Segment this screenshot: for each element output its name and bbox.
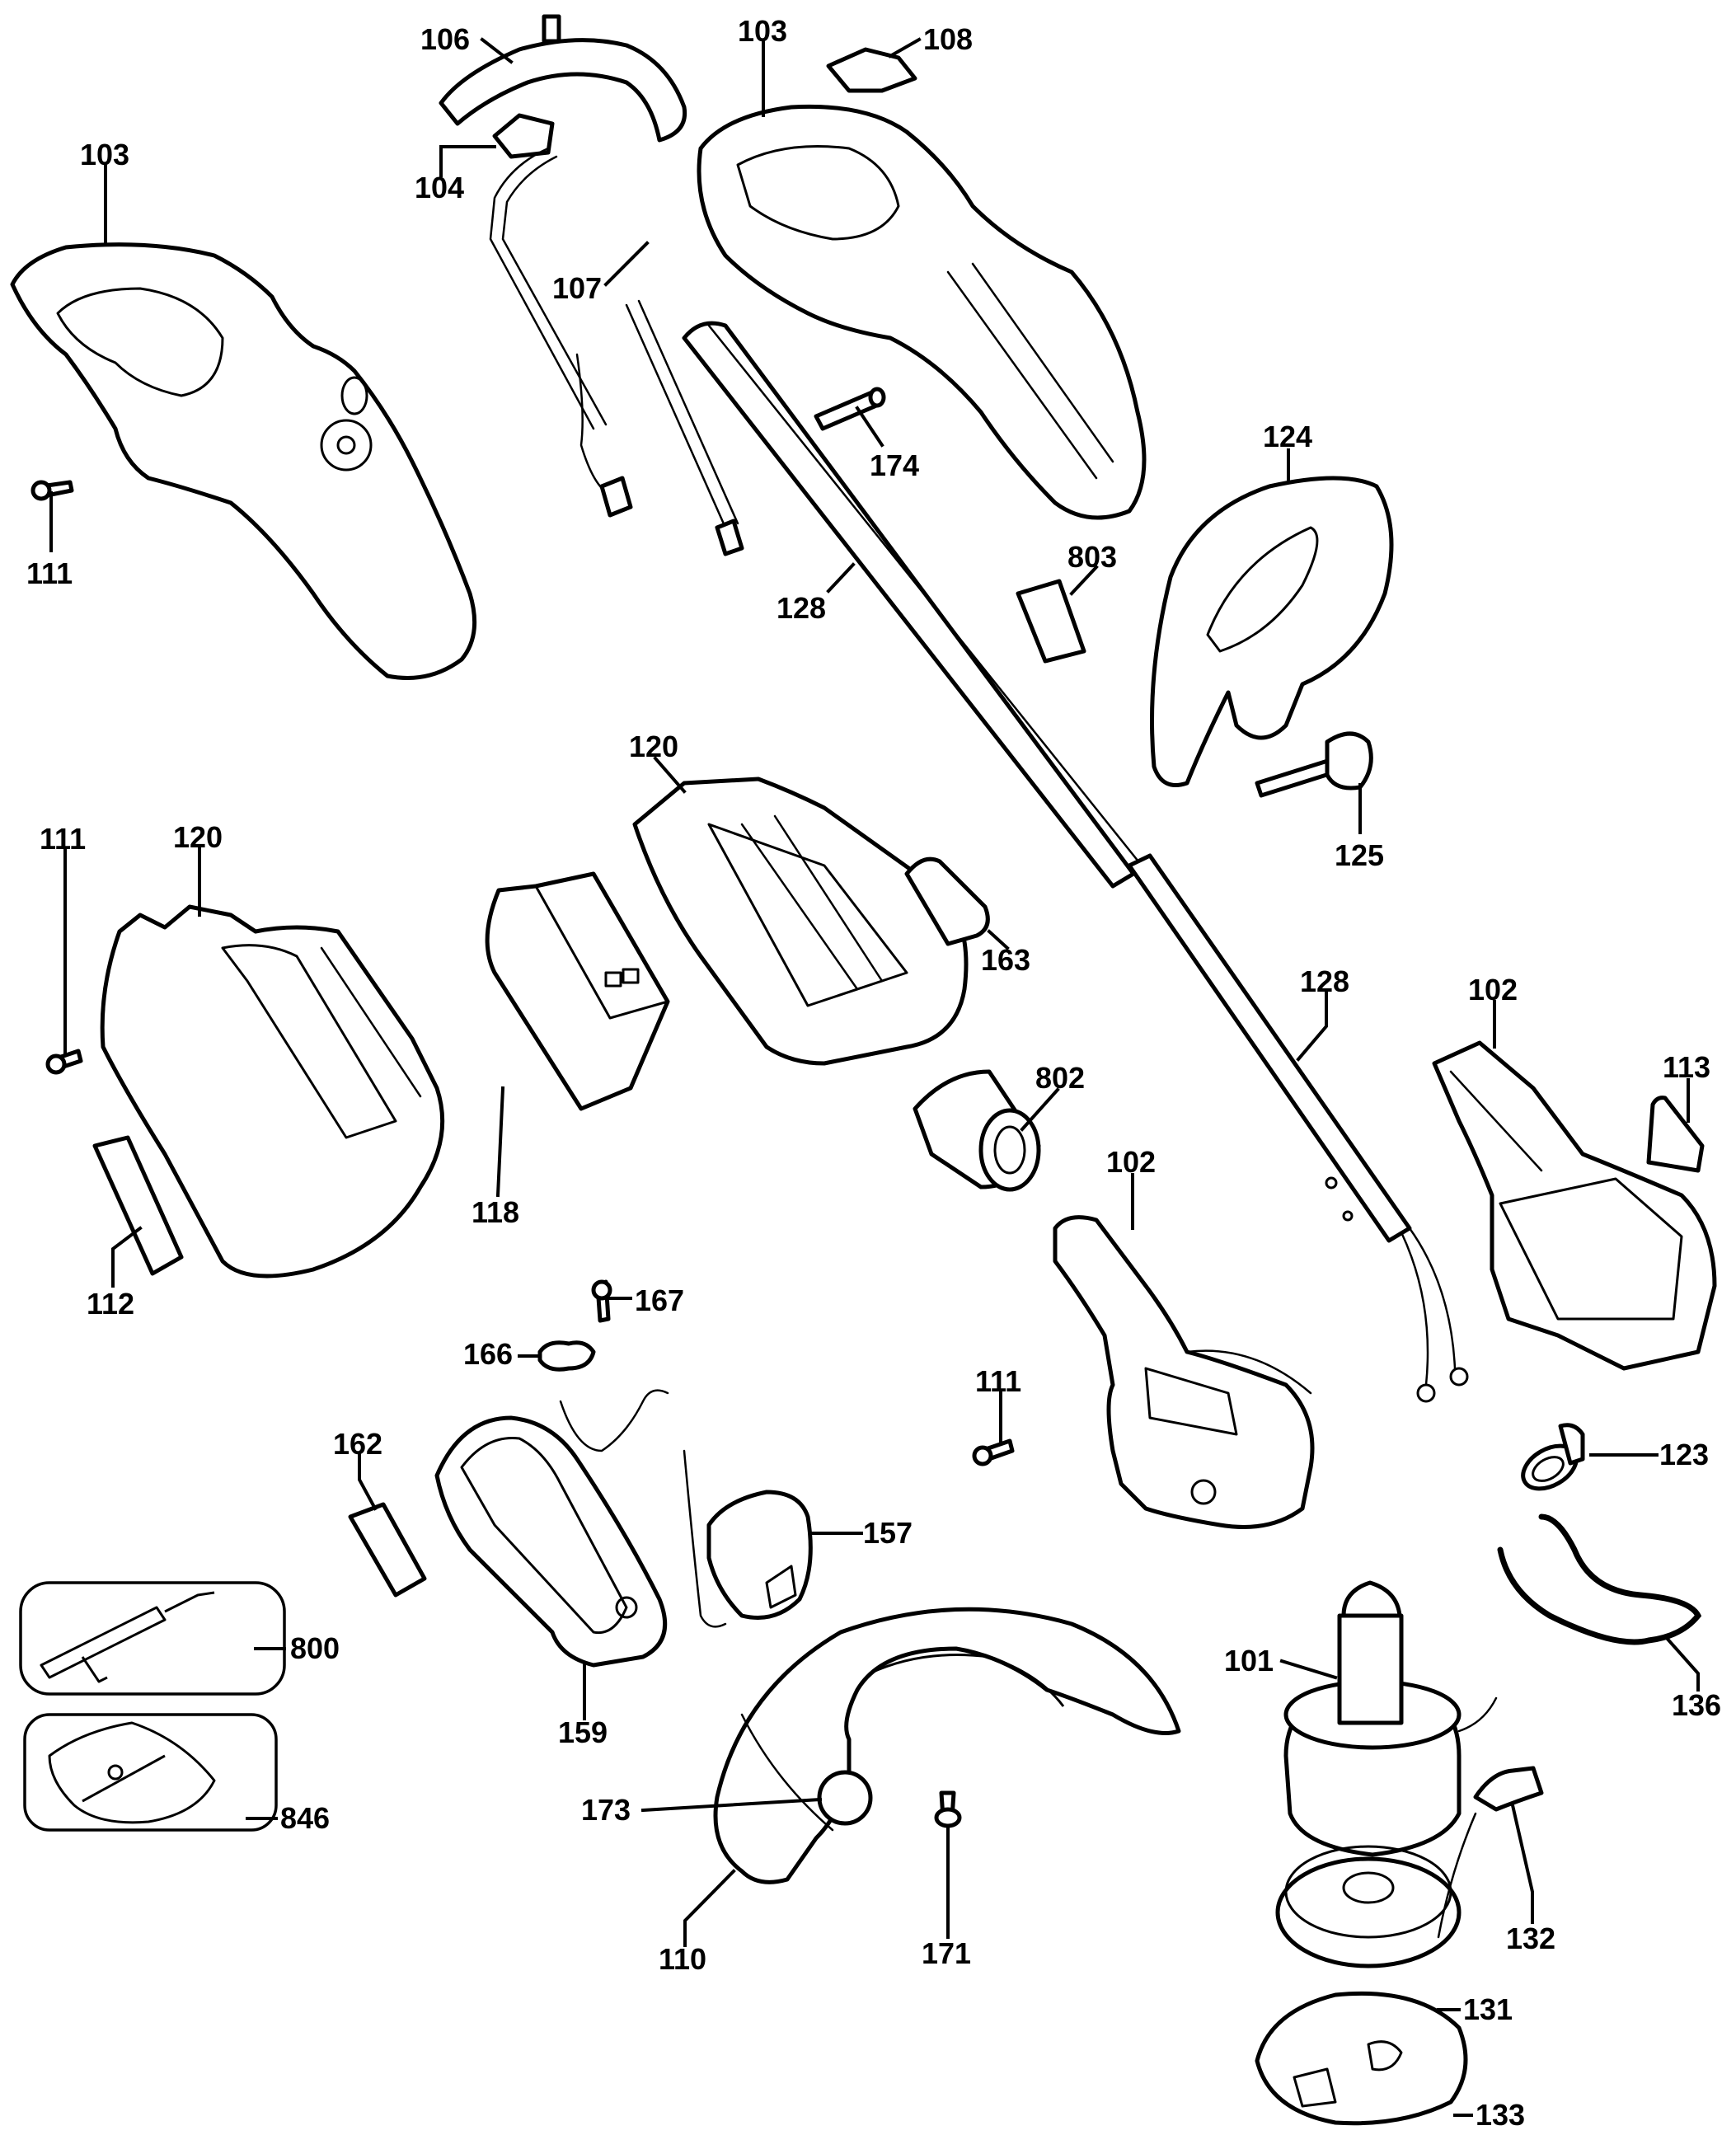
part-118-battery-pack bbox=[485, 871, 670, 1111]
part-111-screw bbox=[30, 480, 74, 501]
label-125: 125 bbox=[1335, 838, 1384, 872]
part-charger-cord bbox=[559, 1389, 727, 1628]
label-163: 163 bbox=[981, 943, 1030, 977]
part-802-sleeve bbox=[913, 1069, 1041, 1192]
label-174: 174 bbox=[870, 448, 919, 482]
label-173: 173 bbox=[581, 1793, 631, 1827]
leader-lines bbox=[49, 37, 1700, 2117]
part-166-clamp bbox=[518, 1340, 596, 1372]
label-162: 162 bbox=[333, 1427, 382, 1461]
label-124: 124 bbox=[1263, 420, 1312, 453]
part-102-motor-housing-half-right bbox=[1432, 1040, 1717, 1371]
label-846: 846 bbox=[280, 1801, 330, 1835]
part-171-screw bbox=[934, 1790, 962, 1828]
part-101-motor bbox=[1283, 1580, 1498, 1857]
label-111: 111 bbox=[40, 822, 86, 856]
inset-846-hardware-kit bbox=[23, 1713, 278, 1832]
label-132: 132 bbox=[1506, 1922, 1555, 1955]
label-131: 131 bbox=[1463, 1992, 1513, 2026]
label-123: 123 bbox=[1659, 1438, 1709, 1471]
part-174-pin bbox=[814, 387, 886, 431]
label-104: 104 bbox=[415, 171, 464, 204]
part-112-label bbox=[92, 1135, 184, 1276]
part-157-charger-plug bbox=[706, 1490, 813, 1620]
part-111-screw-vertical bbox=[45, 1049, 83, 1075]
label-113: 113 bbox=[1663, 1050, 1710, 1084]
label-133: 133 bbox=[1476, 2098, 1525, 2132]
label-103: 103 bbox=[738, 14, 787, 48]
part-102-motor-housing-half-mid bbox=[1053, 1215, 1315, 1529]
label-166: 166 bbox=[463, 1337, 513, 1371]
part-163-label bbox=[904, 856, 990, 946]
part-108-switch-button bbox=[826, 47, 917, 93]
label-111: 111 bbox=[26, 556, 73, 590]
label-108: 108 bbox=[923, 22, 973, 56]
label-110: 110 bbox=[659, 1942, 706, 1976]
label-128: 128 bbox=[1300, 964, 1349, 998]
label-159: 159 bbox=[558, 1715, 608, 1749]
part-107-wire-harness bbox=[489, 147, 744, 556]
label-157: 157 bbox=[863, 1516, 913, 1550]
inset-800-grease-tube-kit bbox=[19, 1581, 286, 1696]
part-106-handle-cover-arc bbox=[439, 14, 687, 143]
part-167-screw bbox=[591, 1279, 632, 1323]
part-131-spool bbox=[1275, 1812, 1477, 1968]
label-107: 107 bbox=[552, 271, 602, 305]
part-159-charger-base bbox=[434, 1415, 668, 1668]
label-800: 800 bbox=[290, 1631, 340, 1665]
label-102: 102 bbox=[1106, 1145, 1156, 1179]
part-133-spool-cap bbox=[1255, 1991, 1468, 2126]
label-128: 128 bbox=[777, 591, 826, 625]
part-124-auxiliary-handle bbox=[1150, 476, 1394, 787]
part-162-label bbox=[348, 1502, 427, 1598]
part-128-tube bbox=[682, 321, 1469, 1403]
part-111-screw-mid bbox=[972, 1438, 1015, 1466]
part-labels: 106 103 108 104 103 107 174 111 128 803 … bbox=[26, 14, 1721, 2132]
part-132-line-cutter bbox=[1473, 1766, 1544, 1812]
part-104-switch bbox=[492, 113, 555, 159]
part-803-label bbox=[1016, 579, 1086, 664]
part-120-battery-housing-half bbox=[632, 777, 969, 1066]
label-120: 120 bbox=[173, 820, 223, 854]
label-112: 112 bbox=[87, 1287, 134, 1321]
label-167: 167 bbox=[635, 1283, 684, 1317]
label-101: 101 bbox=[1224, 1644, 1274, 1678]
part-173-label-circle bbox=[817, 1770, 873, 1826]
part-123-clip bbox=[1521, 1423, 1585, 1491]
part-136-edge-guide-wire bbox=[1497, 1513, 1702, 1645]
label-120: 120 bbox=[629, 730, 678, 763]
label-103: 103 bbox=[80, 138, 129, 171]
part-125-knob-bolt bbox=[1255, 731, 1373, 798]
label-171: 171 bbox=[922, 1936, 971, 1970]
label-803: 803 bbox=[1067, 540, 1117, 574]
part-103-handle-half-left bbox=[10, 242, 477, 680]
label-802: 802 bbox=[1035, 1061, 1085, 1095]
part-103-handle-half-right bbox=[697, 104, 1147, 520]
label-102: 102 bbox=[1468, 973, 1518, 1006]
label-136: 136 bbox=[1672, 1688, 1721, 1722]
part-120-battery-housing bbox=[100, 904, 445, 1279]
part-113-label bbox=[1646, 1096, 1705, 1173]
label-106: 106 bbox=[420, 22, 470, 56]
label-118: 118 bbox=[472, 1195, 519, 1229]
label-111: 111 bbox=[975, 1364, 1021, 1398]
